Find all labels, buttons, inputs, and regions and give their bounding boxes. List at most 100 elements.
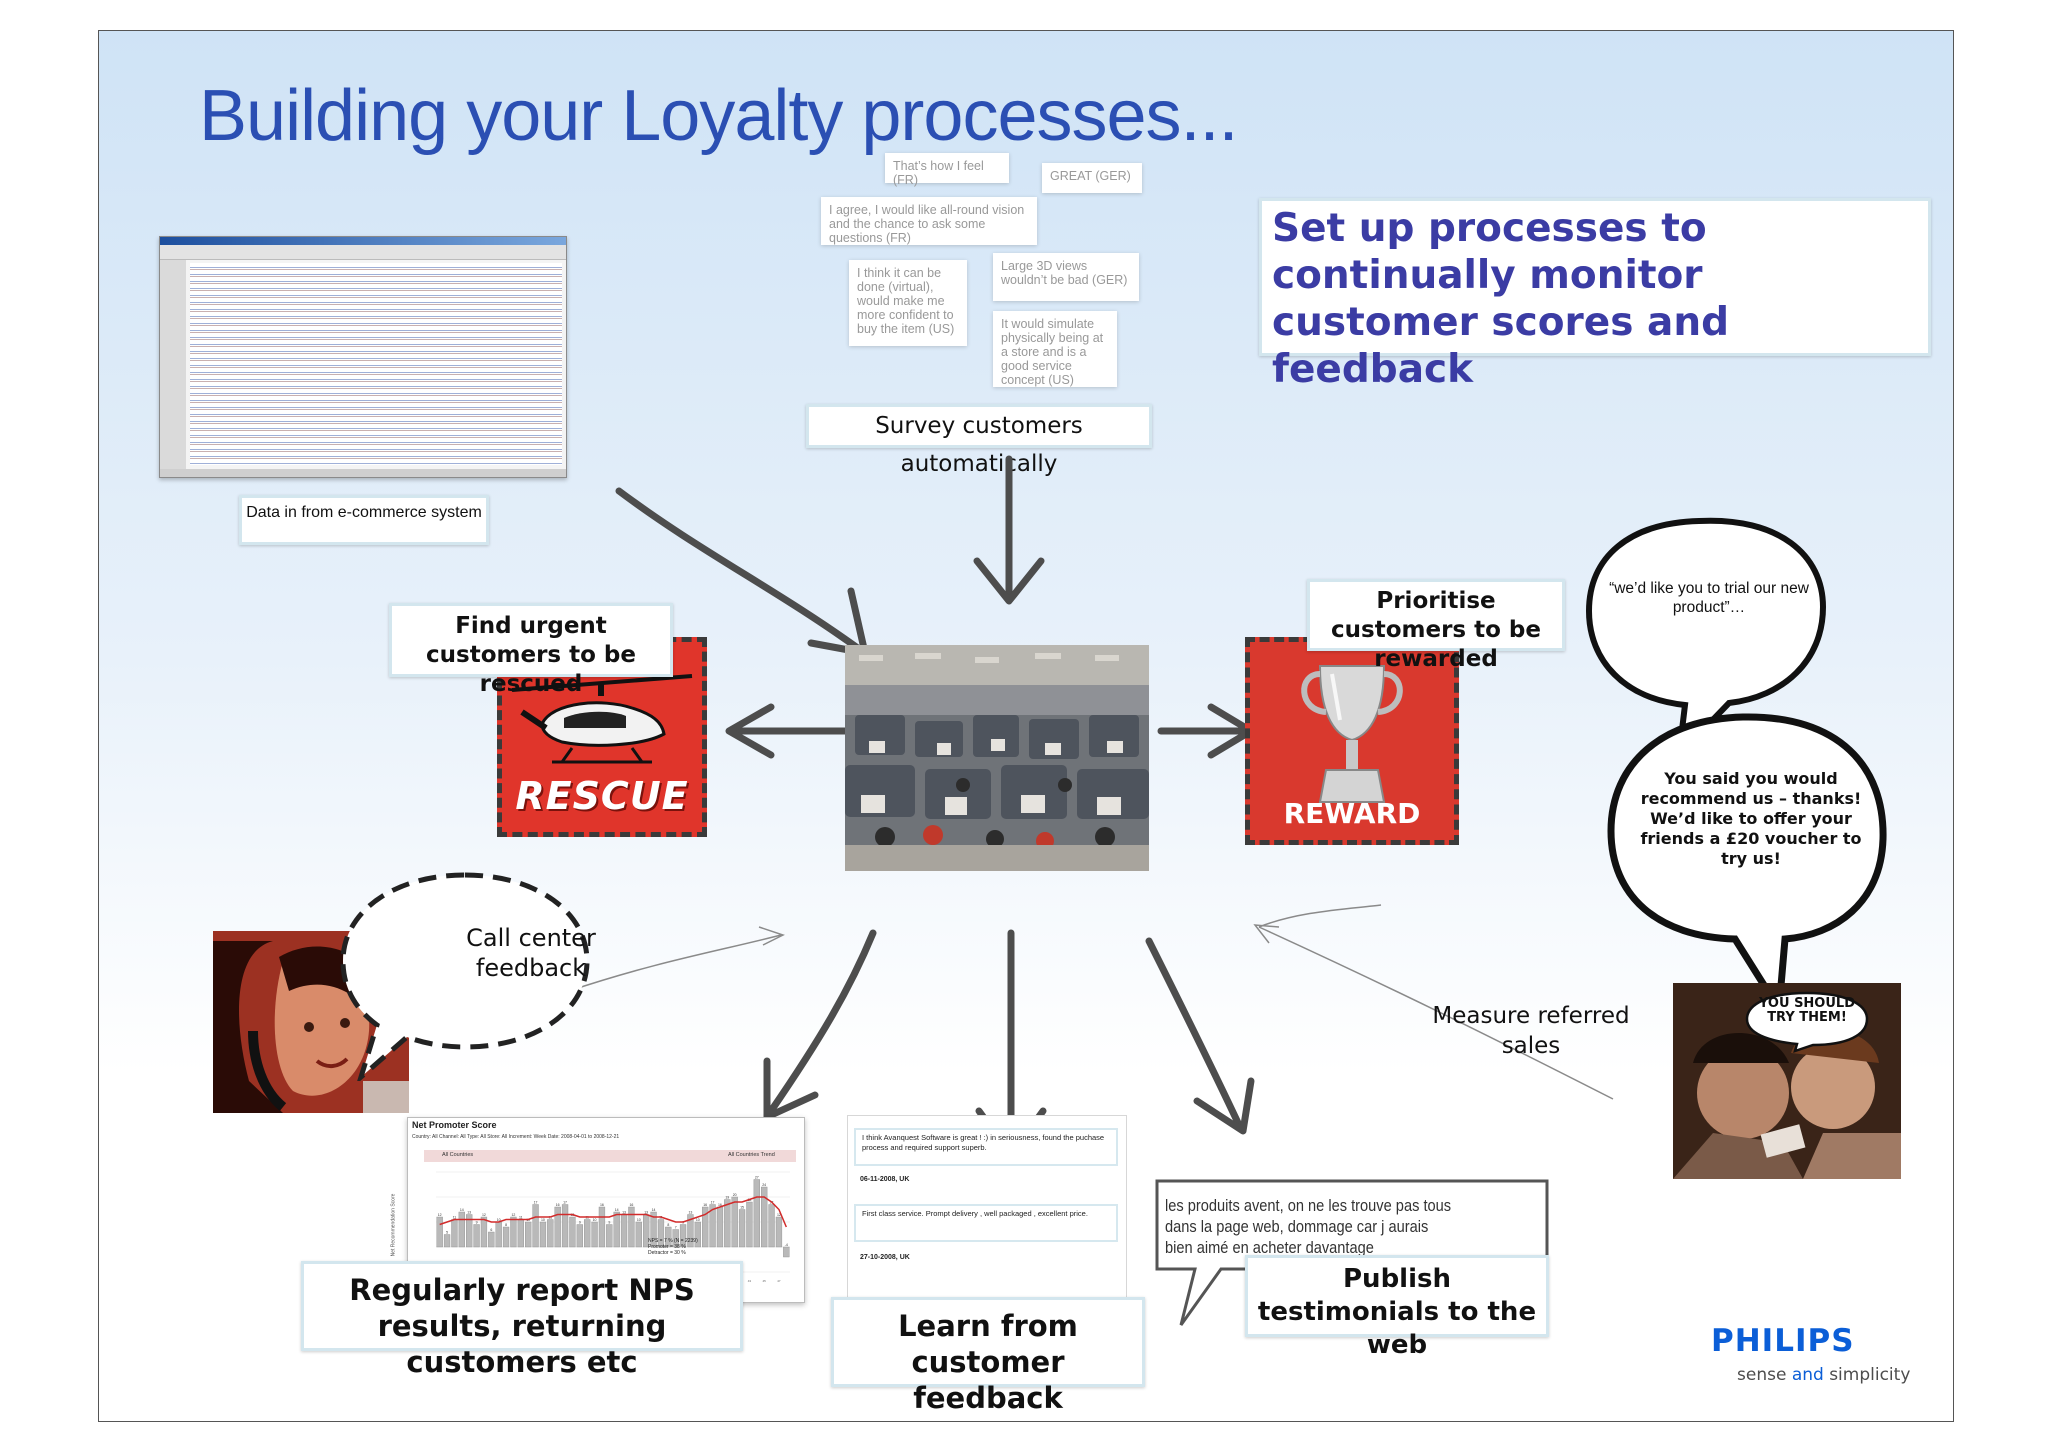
nps-bar-label: 8 xyxy=(667,1223,669,1227)
nps-bar xyxy=(502,1226,510,1248)
nps-bar xyxy=(702,1206,709,1248)
nps-bar xyxy=(554,1206,561,1248)
nps-bar-label: 10 xyxy=(696,1218,700,1222)
comic-speech-text: YOU SHOULD TRY THEM! xyxy=(1758,996,1855,1025)
nps-x-tick: 47 xyxy=(777,1279,781,1283)
nps-bar xyxy=(783,1246,790,1258)
reward-text: REWARD xyxy=(1283,797,1421,830)
arrow-publish-head xyxy=(1193,1077,1255,1135)
nps-bar-label: 10 xyxy=(593,1218,597,1222)
nps-chart-title: Net Promoter Score xyxy=(412,1120,497,1130)
feedback-comment-2: First class service. Prompt delivery , w… xyxy=(854,1204,1118,1242)
nps-bar-label: 24 xyxy=(762,1183,766,1187)
nps-bar xyxy=(650,1211,657,1248)
voucher-speech-text: You said you would recommend us – thanks… xyxy=(1640,769,1862,868)
nps-bar-label: 10 xyxy=(541,1218,545,1222)
philips-tagline: sense and simplicity xyxy=(1737,1365,1910,1385)
nps-bar xyxy=(606,1224,613,1248)
urgent-label: Find urgent customers to be rescued xyxy=(389,603,673,697)
ecommerce-label: Data in from e-commerce system xyxy=(239,495,489,545)
nps-bar xyxy=(576,1224,583,1248)
arrow-ecommerce-to-center xyxy=(615,487,863,653)
helicopter-icon xyxy=(511,674,693,764)
nps-bar xyxy=(451,1219,458,1248)
nps-bar xyxy=(635,1221,642,1248)
nps-x-tick: 45 xyxy=(763,1279,767,1283)
publish-label: Publish testimonials to the web xyxy=(1245,1255,1549,1360)
slide-title: Building your Loyalty processes... xyxy=(199,76,1239,156)
nps-bar xyxy=(517,1219,524,1248)
nps-bar xyxy=(613,1211,620,1248)
nps-bar xyxy=(687,1214,694,1248)
learn-label: Learn from customer feedback xyxy=(831,1297,1145,1415)
nps-bar-label: 12 xyxy=(482,1213,486,1217)
nps-bar xyxy=(746,1201,753,1248)
survey-comment: It would simulate physically being at a … xyxy=(993,311,1117,387)
nps-bar xyxy=(525,1221,532,1248)
call-center-speech-bubble xyxy=(340,872,590,1081)
nps-bar xyxy=(495,1221,502,1248)
arrow-measure-tail xyxy=(1258,904,1382,928)
call-center-photo xyxy=(845,645,1149,871)
nps-bar xyxy=(775,1216,783,1248)
tagline-part: simplicity xyxy=(1829,1365,1911,1385)
arrow-callcenter-to-center xyxy=(568,934,782,992)
nps-bar-label: 19 xyxy=(725,1196,729,1200)
nps-bar-label: 13 xyxy=(622,1211,626,1215)
nps-bar xyxy=(547,1219,554,1248)
nps-bar xyxy=(761,1186,768,1248)
nps-bar xyxy=(620,1214,628,1248)
arrow-measure-to-center xyxy=(1258,926,1614,1100)
nps-chart-header-bar xyxy=(424,1150,796,1162)
nps-bar xyxy=(591,1221,598,1248)
nps-bar-label: 17 xyxy=(534,1201,538,1205)
nps-bar-label: 12 xyxy=(438,1213,442,1217)
reward-badge: REWARD xyxy=(1245,637,1459,845)
feedback-date-1: 06-11-2008, UK xyxy=(860,1176,910,1183)
nps-bar-label: 13 xyxy=(644,1211,648,1215)
nps-label: Regularly report NPS results, returning … xyxy=(301,1261,743,1379)
nps-bar xyxy=(709,1204,716,1248)
nps-bar xyxy=(443,1234,451,1248)
comic-speech-bubble xyxy=(1745,991,1869,1053)
nps-bar xyxy=(584,1219,591,1248)
arrow-center-to-publish xyxy=(1145,937,1243,1129)
arrow-callcenter-head xyxy=(758,926,785,946)
nps-bar-label: 8 xyxy=(505,1223,507,1227)
nps-bar xyxy=(532,1204,539,1248)
nps-bar xyxy=(628,1206,635,1248)
arrow-center-to-nps xyxy=(767,929,877,1115)
nps-chart-plot: 1251114139126108121110171011161712911101… xyxy=(436,1171,790,1283)
nps-bar xyxy=(768,1204,775,1248)
nps-summary-line: NPS = 7 % (N = 2239) xyxy=(648,1238,698,1244)
nps-summary-line: Detractor = 30 % xyxy=(648,1250,686,1256)
nps-bar-label: 11 xyxy=(519,1216,523,1220)
nps-legend-right: All Countries Trend xyxy=(728,1152,775,1158)
nps-bar-label: 11 xyxy=(453,1216,457,1220)
tagline-part: sense xyxy=(1737,1365,1787,1385)
nps-bar xyxy=(672,1229,679,1248)
nps-bar-label: 14 xyxy=(460,1208,464,1212)
testimonial-speech-bubble xyxy=(1155,1179,1549,1326)
nps-bar-label: 9 xyxy=(608,1221,610,1225)
trophy-icon xyxy=(1301,665,1403,803)
nps-chart-filter: Country: All Channel: All Type: All Stor… xyxy=(412,1134,620,1140)
nps-bar-label: 9 xyxy=(476,1221,478,1225)
nps-bar xyxy=(598,1206,606,1248)
trial-speech-text: “we’d like you to trial our new product”… xyxy=(1609,580,1809,616)
nps-bar-label: 10 xyxy=(637,1218,641,1222)
nps-bar xyxy=(510,1216,517,1248)
nps-legend-left: All Countries xyxy=(442,1152,474,1158)
headline-box: Set up processes to continually monitor … xyxy=(1259,198,1931,392)
nps-bar xyxy=(466,1214,473,1248)
prioritise-label: Prioritise customers to be rewarded xyxy=(1307,579,1565,672)
nps-bar-label: 16 xyxy=(703,1203,707,1207)
nps-trend-line xyxy=(439,1196,788,1228)
nps-bar xyxy=(716,1206,724,1248)
survey-comment: I agree, I would like all-round vision a… xyxy=(821,197,1037,245)
nps-bar xyxy=(657,1219,665,1248)
arrow-measure-head xyxy=(1253,924,1280,944)
nps-bar-label: 16 xyxy=(556,1203,560,1207)
nps-bar-label: 7 xyxy=(675,1226,677,1230)
nps-bar xyxy=(473,1224,480,1248)
